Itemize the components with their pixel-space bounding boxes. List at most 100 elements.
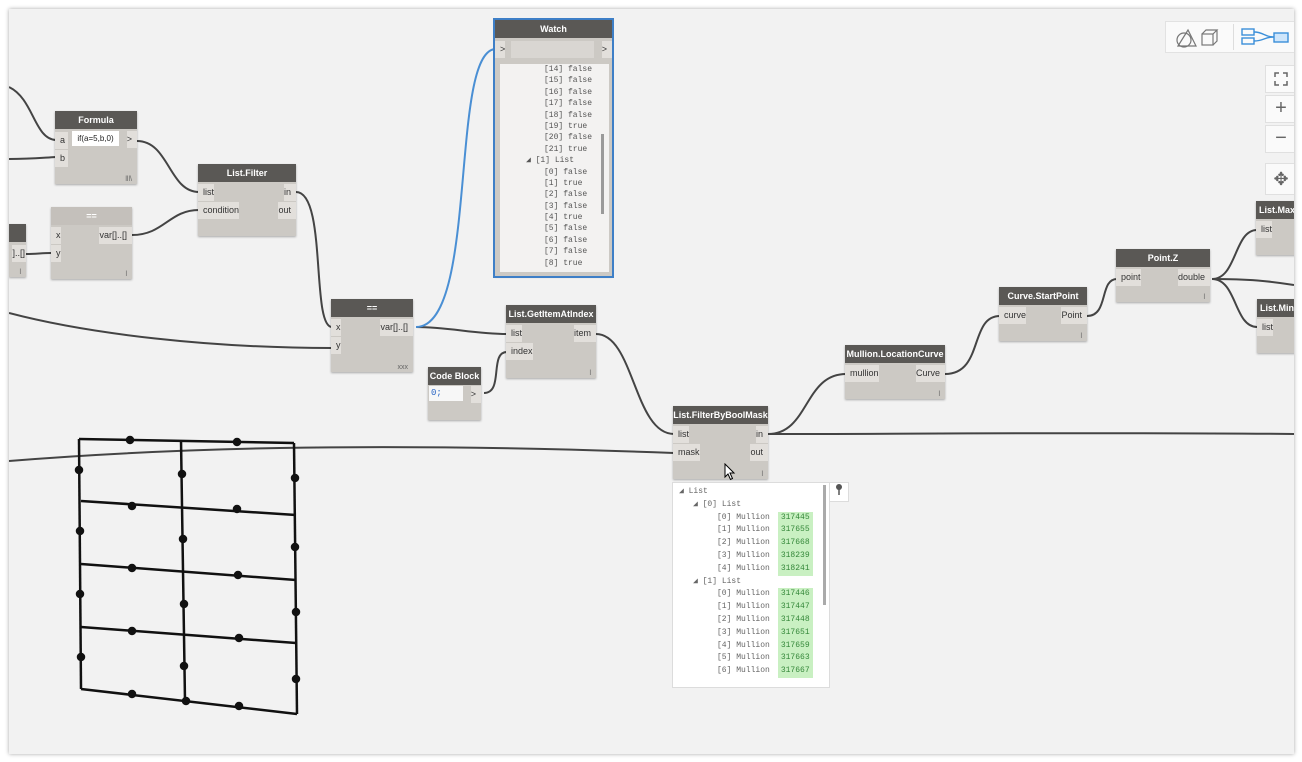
equals-node-2[interactable]: == x y var[]..[] xxx bbox=[331, 299, 413, 372]
wire[interactable] bbox=[944, 315, 1001, 375]
list-getitematindex-node[interactable]: List.GetItemAtIndex list index item l bbox=[506, 305, 596, 378]
input-port-list[interactable]: list bbox=[506, 325, 522, 342]
preview-label: [4] Mullion bbox=[717, 640, 770, 650]
equals-node-1[interactable]: == x y var[]..[] l bbox=[51, 207, 132, 279]
input-port-point[interactable]: point bbox=[1116, 269, 1141, 286]
pan-button[interactable]: ✥ bbox=[1265, 163, 1294, 195]
element-id-badge[interactable]: 317445 bbox=[777, 511, 813, 525]
list-filter-node[interactable]: List.Filter list condition in out bbox=[198, 164, 296, 236]
wire[interactable] bbox=[595, 333, 675, 435]
watch-list-item: [4] true bbox=[544, 213, 583, 223]
wire[interactable] bbox=[483, 351, 508, 394]
input-port-list[interactable]: list bbox=[1257, 319, 1273, 336]
element-id-badge[interactable]: 317655 bbox=[777, 524, 813, 538]
element-id-badge[interactable]: 317447 bbox=[777, 601, 813, 614]
wire[interactable] bbox=[1211, 278, 1258, 328]
input-port-x[interactable]: x bbox=[51, 227, 61, 244]
output-port[interactable]: var[]..[] bbox=[380, 319, 413, 336]
element-id-badge[interactable]: 317668 bbox=[777, 537, 813, 550]
preview-label: [2] Mullion bbox=[717, 538, 770, 548]
wire[interactable] bbox=[295, 191, 333, 328]
graph-canvas[interactable]: ]..[] l Formula a b if(a=5,b,0) > lll\ =… bbox=[9, 9, 1294, 754]
input-port-y[interactable]: y bbox=[331, 337, 341, 354]
wire[interactable] bbox=[1211, 229, 1258, 280]
zoom-in-button[interactable]: + bbox=[1265, 95, 1294, 123]
output-port-item[interactable]: item bbox=[573, 325, 596, 342]
wire[interactable] bbox=[767, 432, 1294, 435]
output-port-in[interactable]: in bbox=[755, 426, 768, 443]
output-port[interactable]: var[]..[] bbox=[99, 227, 132, 244]
wire[interactable] bbox=[9, 156, 57, 160]
input-port-list[interactable]: list bbox=[198, 184, 214, 201]
wire[interactable] bbox=[9, 312, 333, 349]
input-port-condition[interactable]: condition bbox=[198, 202, 240, 219]
element-id-badge[interactable]: 318239 bbox=[777, 549, 813, 563]
wire[interactable] bbox=[25, 252, 52, 255]
code-editor[interactable]: 0; bbox=[429, 386, 463, 401]
preview-scrollbar[interactable] bbox=[823, 485, 826, 605]
preview-label: [2] Mullion bbox=[717, 614, 770, 624]
pin-icon[interactable] bbox=[829, 482, 849, 502]
curve-startpoint-node[interactable]: Curve.StartPoint curve Point l bbox=[999, 287, 1087, 341]
left-partial-node[interactable]: ]..[] l bbox=[9, 224, 26, 277]
input-port-list[interactable]: list bbox=[673, 426, 689, 443]
wire[interactable] bbox=[1086, 278, 1118, 317]
mullion-locationcurve-node[interactable]: Mullion.LocationCurve mullion Curve l bbox=[845, 345, 945, 399]
wire[interactable] bbox=[9, 446, 675, 462]
wire[interactable] bbox=[131, 209, 200, 236]
wire[interactable] bbox=[767, 373, 847, 435]
graph-view-button[interactable] bbox=[1240, 26, 1294, 48]
output-port[interactable]: > bbox=[470, 386, 481, 403]
code-block-node[interactable]: Code Block 0; > bbox=[428, 367, 481, 420]
watch-list-item: [18] false bbox=[544, 110, 593, 120]
input-port-y[interactable]: y bbox=[51, 245, 61, 262]
wire[interactable] bbox=[9, 86, 57, 141]
element-id-badge[interactable]: 318241 bbox=[777, 562, 813, 576]
element-id-badge[interactable]: 317446 bbox=[777, 588, 813, 602]
geometry-view-button[interactable] bbox=[1172, 26, 1228, 48]
input-port-x[interactable]: x bbox=[331, 319, 341, 336]
watch-scrollbar[interactable] bbox=[601, 134, 604, 214]
node-footer: l bbox=[1203, 294, 1205, 301]
wire[interactable] bbox=[415, 326, 508, 335]
output-port[interactable]: ]..[] bbox=[12, 245, 26, 262]
output-port-in[interactable]: in bbox=[283, 184, 296, 201]
output-port-point[interactable]: Point bbox=[1061, 307, 1087, 324]
output-port-curve[interactable]: Curve bbox=[915, 365, 945, 382]
input-port-a[interactable]: a bbox=[55, 132, 68, 149]
selected-wire[interactable] bbox=[415, 48, 497, 328]
input-port-curve[interactable]: curve bbox=[999, 307, 1027, 324]
input-port-mullion[interactable]: mullion bbox=[845, 365, 879, 382]
preview-label: [6] Mullion bbox=[717, 666, 770, 676]
element-id-badge[interactable]: 317659 bbox=[777, 639, 813, 653]
input-port[interactable]: > bbox=[495, 41, 506, 58]
zoom-out-button[interactable]: − bbox=[1265, 125, 1294, 153]
watch-output-list[interactable]: [14] false[15] false[16] false[17] false… bbox=[500, 64, 609, 272]
list-min-node[interactable]: List.Min list bbox=[1257, 299, 1294, 353]
list-max-node[interactable]: List.Max list bbox=[1256, 201, 1294, 255]
formula-node[interactable]: Formula a b if(a=5,b,0) > lll\ bbox=[55, 111, 137, 184]
list-filterbyboolmask-node[interactable]: List.FilterByBoolMask list mask in out l bbox=[673, 406, 768, 479]
element-id-badge[interactable]: 317651 bbox=[777, 626, 813, 640]
wire[interactable] bbox=[136, 140, 200, 193]
element-id-badge[interactable]: 317448 bbox=[777, 613, 813, 627]
node-title: Code Block bbox=[428, 367, 481, 385]
output-port[interactable]: > bbox=[126, 131, 137, 148]
output-port-out[interactable]: out bbox=[278, 202, 296, 219]
element-id-badge[interactable]: 317667 bbox=[777, 665, 813, 678]
element-id-badge[interactable]: 317663 bbox=[777, 652, 813, 666]
point-z-node[interactable]: Point.Z point double l bbox=[1116, 249, 1210, 302]
input-port-b[interactable]: b bbox=[55, 150, 68, 167]
output-port-out[interactable]: out bbox=[750, 444, 768, 461]
output-port[interactable]: > bbox=[601, 41, 612, 58]
output-port-double[interactable]: double bbox=[1177, 269, 1210, 286]
input-port-index[interactable]: index bbox=[506, 343, 533, 360]
watch-node[interactable]: Watch > > [14] false[15] false[16] false… bbox=[493, 18, 614, 278]
input-port-mask[interactable]: mask bbox=[673, 444, 700, 461]
wire[interactable] bbox=[1211, 278, 1294, 286]
input-port-list[interactable]: list bbox=[1256, 221, 1272, 238]
formula-expression[interactable]: if(a=5,b,0) bbox=[72, 131, 119, 146]
zoom-to-fit-button[interactable] bbox=[1265, 65, 1294, 93]
